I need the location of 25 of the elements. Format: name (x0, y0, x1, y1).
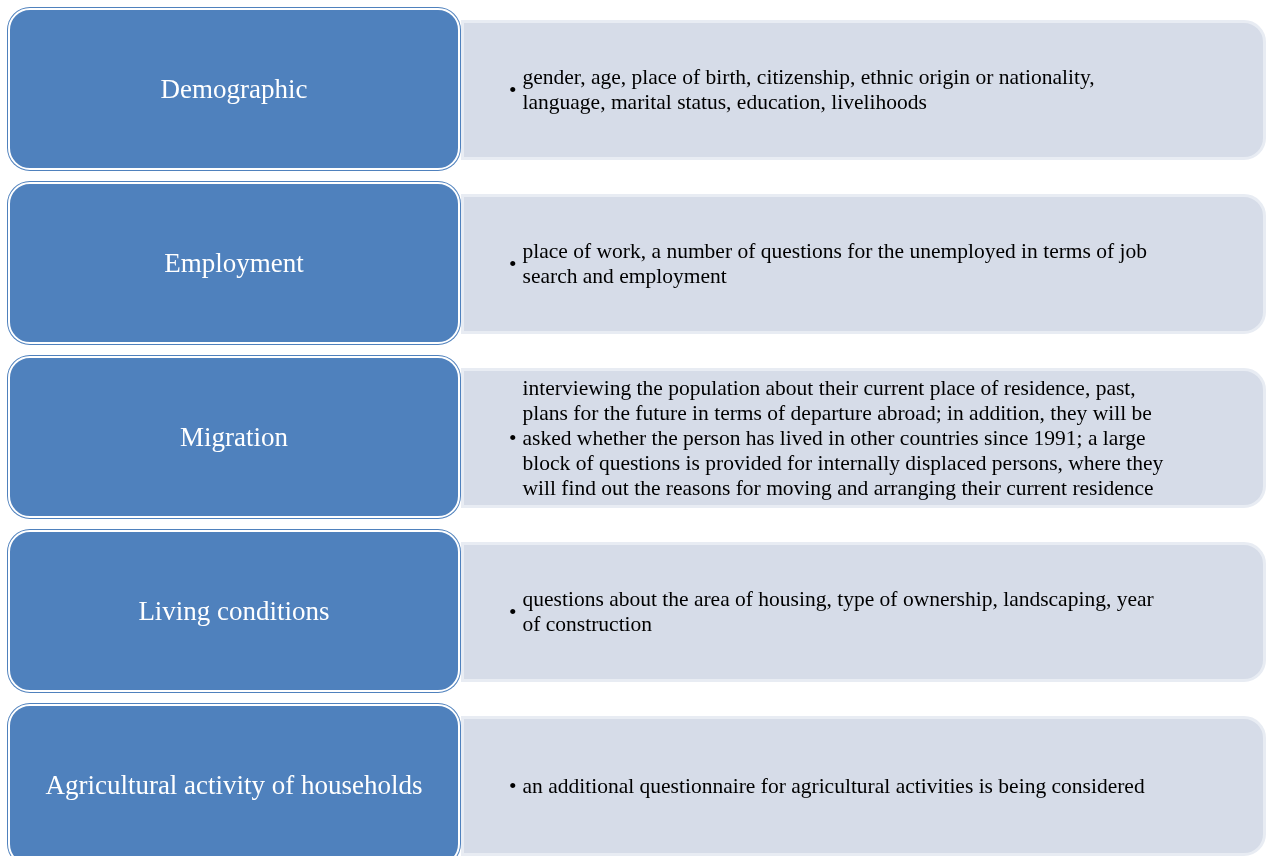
description-text: an additional questionnaire for agricultural activities is being considered (522, 773, 1145, 799)
category-box (8, 704, 460, 856)
description-panel (461, 716, 1266, 856)
category-title: Agricultural activity of households (44, 769, 424, 801)
category-box (8, 356, 460, 518)
bullet-mark: • (509, 251, 517, 277)
bullet-mark: • (509, 425, 517, 451)
description-text: gender, age, place of birth, citizenship, ethnic origin or nationality, language, marital status, education, livelihoods (522, 65, 1096, 115)
description-text: place of work, a number of questions for the unemployed in terms of job search and employment (522, 239, 1149, 289)
category-box (8, 530, 460, 692)
description-panel (461, 194, 1266, 334)
description-panel (461, 20, 1266, 160)
category-box (8, 8, 460, 170)
category-title: Demographic (159, 73, 309, 105)
category-title: Living conditions (137, 595, 331, 627)
bullet-mark: • (509, 77, 517, 103)
description-panel (461, 368, 1266, 508)
category-box (8, 182, 460, 344)
description-text: interviewing the population about their current place of residence, past, plans for the future in terms of departure abroad; in addition, they will be asked whether the person has lived in other countries since 1991; a large block of questions is provided for internally displaced persons, where they will find out the reasons for moving and arranging their current residence (522, 375, 1165, 501)
bullet-mark: • (509, 773, 517, 799)
description-text: questions about the area of housing, type of ownership, landscaping, year of construction (522, 587, 1155, 637)
description-panel (461, 542, 1266, 682)
category-title: Migration (179, 421, 289, 453)
bullet-mark: • (509, 599, 517, 625)
category-title: Employment (163, 247, 305, 279)
